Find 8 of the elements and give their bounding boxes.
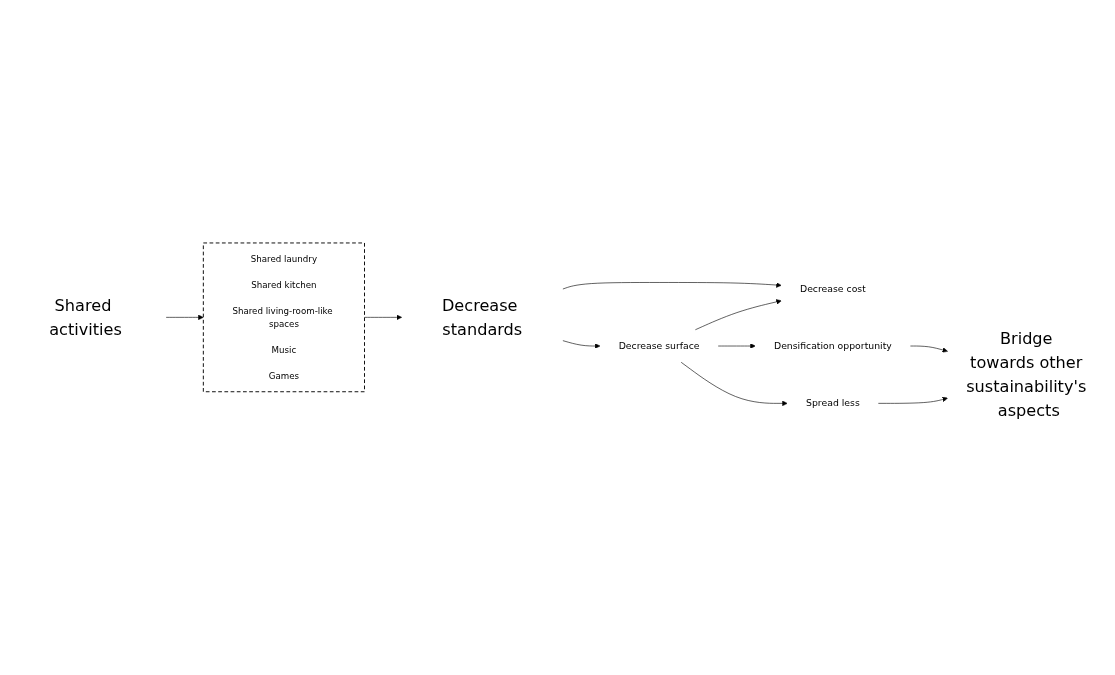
node-text: Decrease surface xyxy=(618,340,700,352)
node-text: Densification opportunity xyxy=(773,340,892,352)
node-text: Spread less xyxy=(806,397,860,409)
node-box: Shared laundry Shared kitchen Shared living-room-like spaces Music Games xyxy=(202,242,365,393)
node-text: Decrease cost xyxy=(799,282,866,294)
node-text: Shared activities xyxy=(49,295,122,339)
node-text: Decrease standards xyxy=(441,295,523,339)
node-text: Bridge towards other sustainability's aspects xyxy=(966,328,1087,420)
